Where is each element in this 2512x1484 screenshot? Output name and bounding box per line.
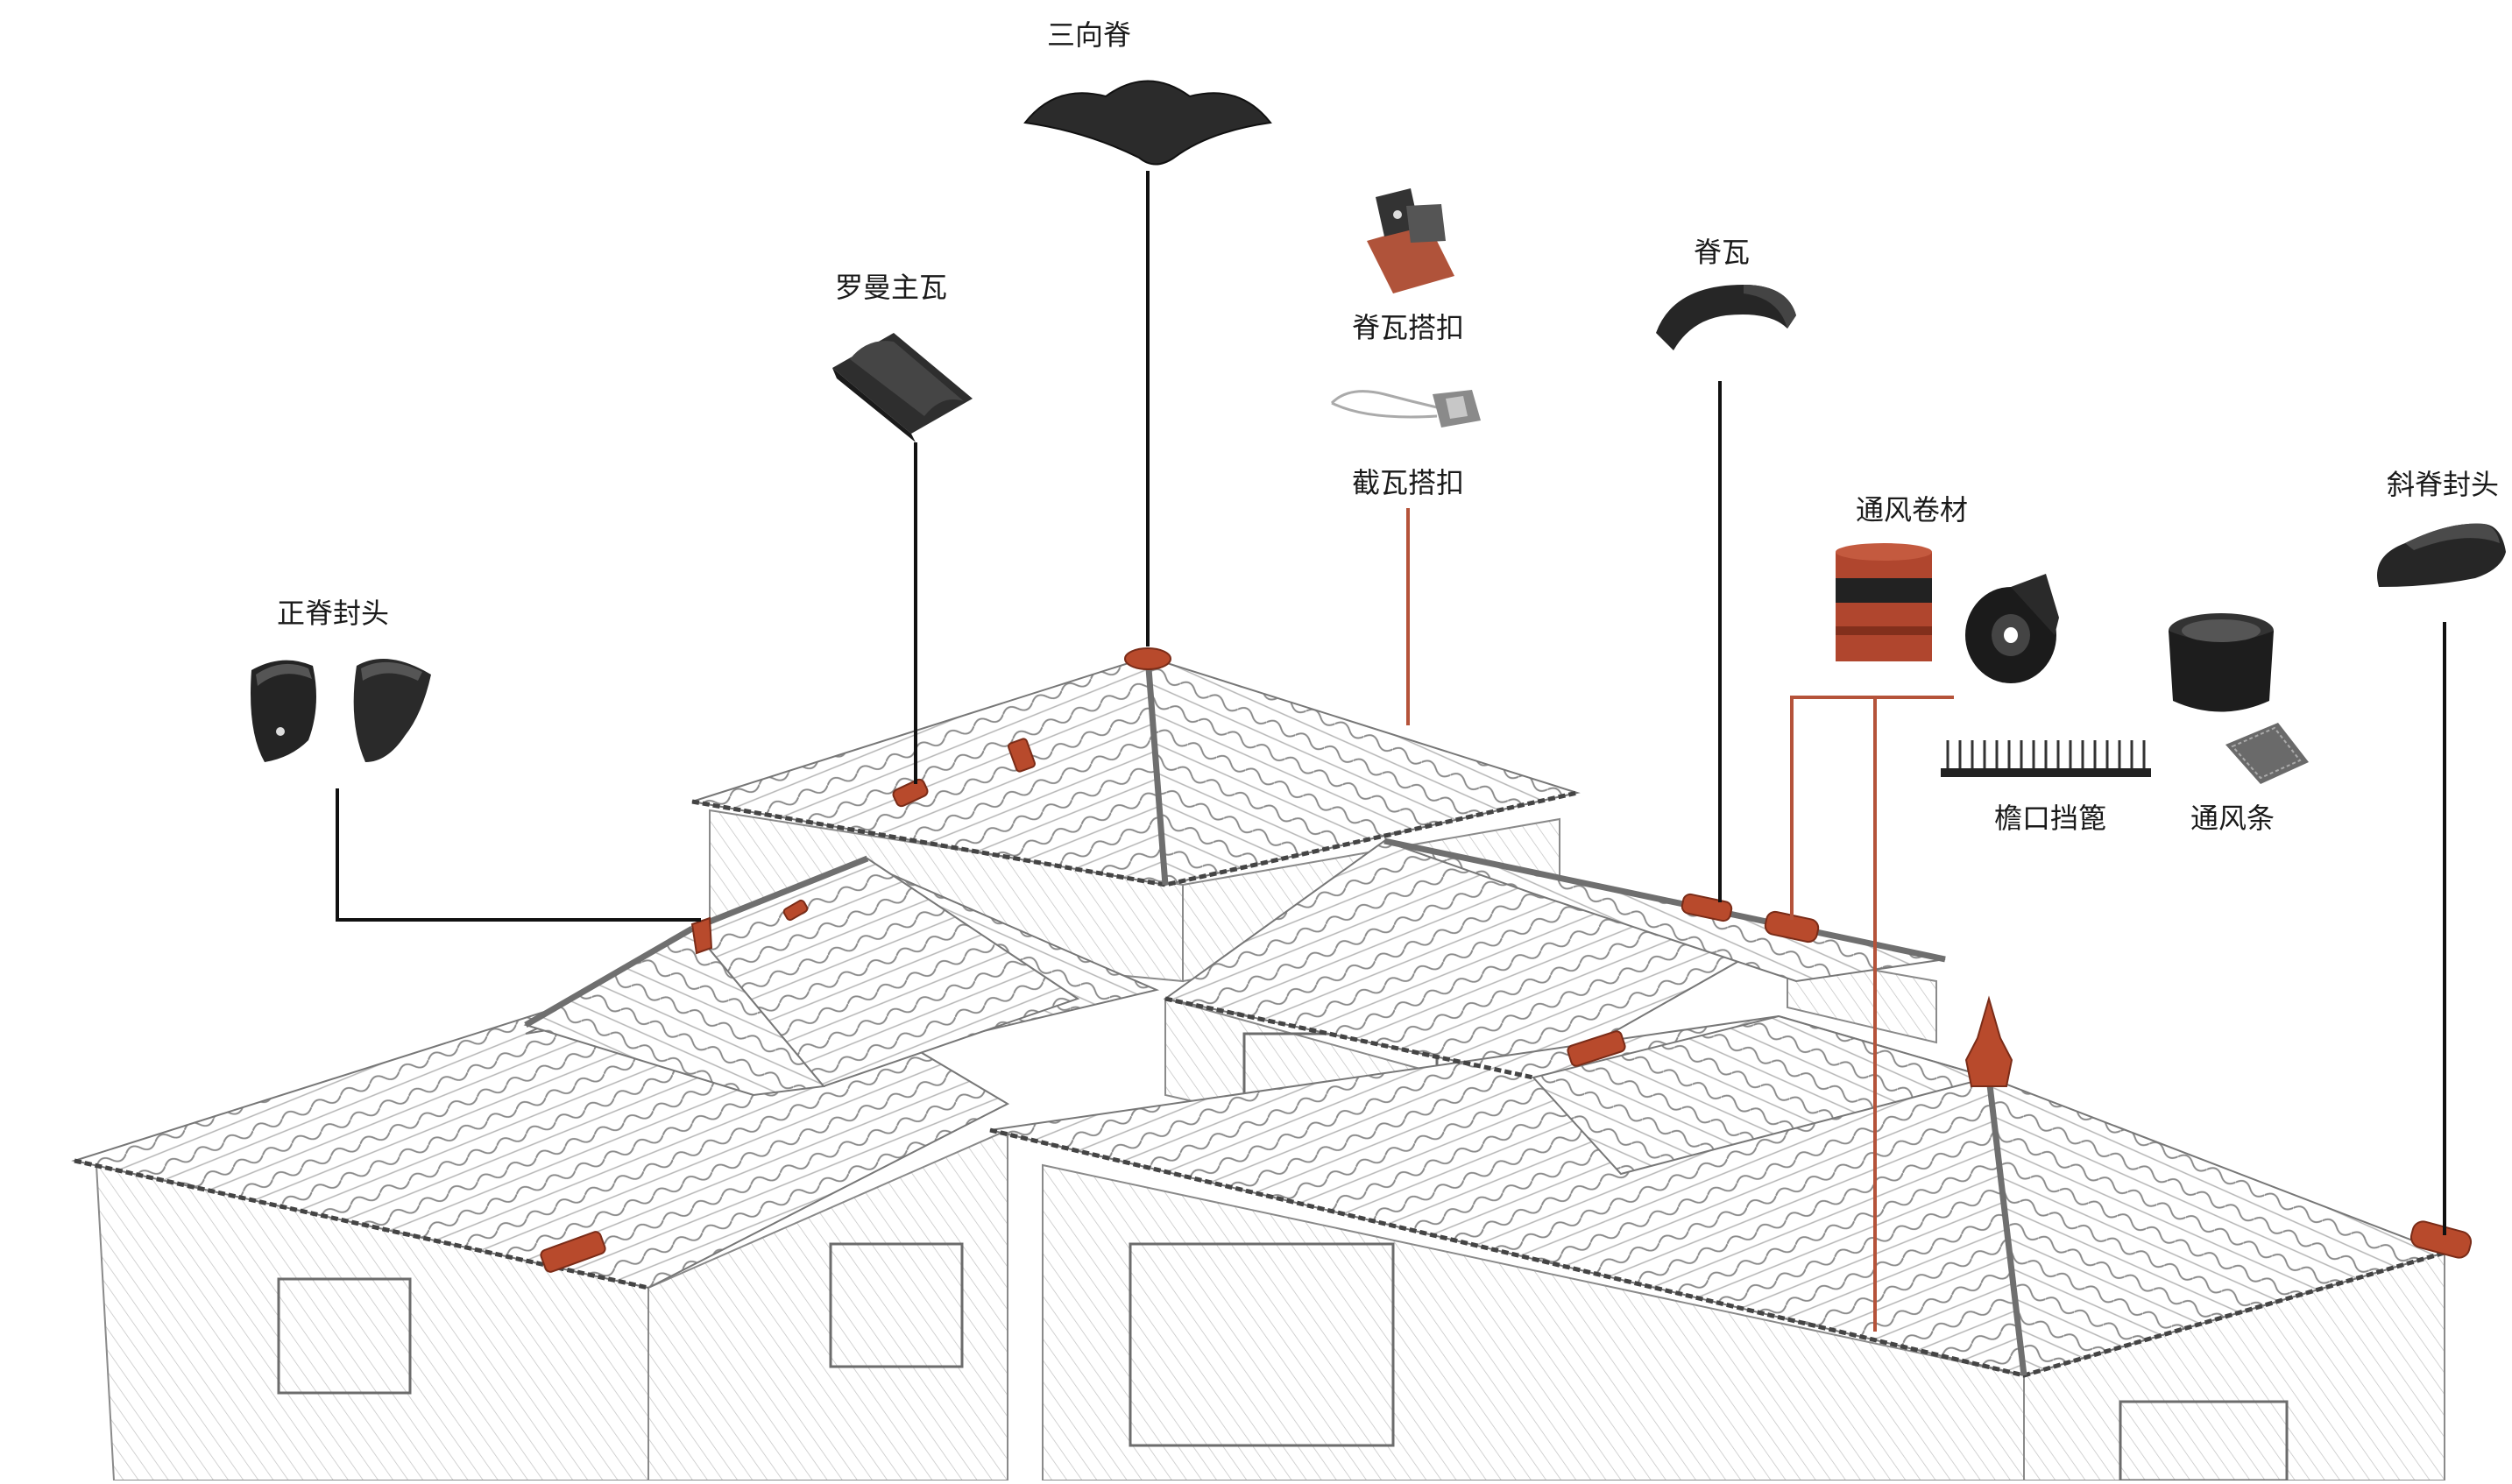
- label-ridge-end-cap: 正脊封头: [276, 597, 390, 630]
- label-ridge-tile-clip: 脊瓦搭扣: [1351, 311, 1465, 344]
- leader-lines: [336, 171, 2446, 1332]
- ridge-tile-icon: [1656, 285, 1796, 350]
- label-vent-strip: 通风条: [2190, 802, 2275, 835]
- hip-end-cap-icon: [2377, 523, 2506, 587]
- label-hip-end-cap: 斜脊封头: [2386, 468, 2500, 501]
- label-eave-comb: 檐口挡篦: [1993, 802, 2107, 835]
- three-way-ridge-icon: [1023, 80, 1272, 166]
- vent-strip-icon: [2169, 613, 2309, 784]
- ridges: [524, 656, 2027, 1376]
- label-ridge-tile: 脊瓦: [1693, 236, 1751, 269]
- label-vent-roll: 通风卷材: [1855, 493, 1969, 526]
- label-roman-main-tile: 罗曼主瓦: [834, 271, 948, 304]
- vent-roll-icon: [1836, 543, 2059, 683]
- eave-comb-icon: [1941, 740, 2151, 777]
- ridge-clip-icon: [1367, 188, 1454, 293]
- label-tile-clip: 截瓦搭扣: [1351, 466, 1465, 499]
- tile-clip-icon: [1330, 390, 1481, 428]
- roman-tile-icon: [832, 333, 973, 442]
- roof-planes: [71, 655, 2448, 1377]
- ridge-end-cap-icon: [251, 659, 431, 762]
- label-three-way-ridge: 三向脊: [1046, 18, 1132, 52]
